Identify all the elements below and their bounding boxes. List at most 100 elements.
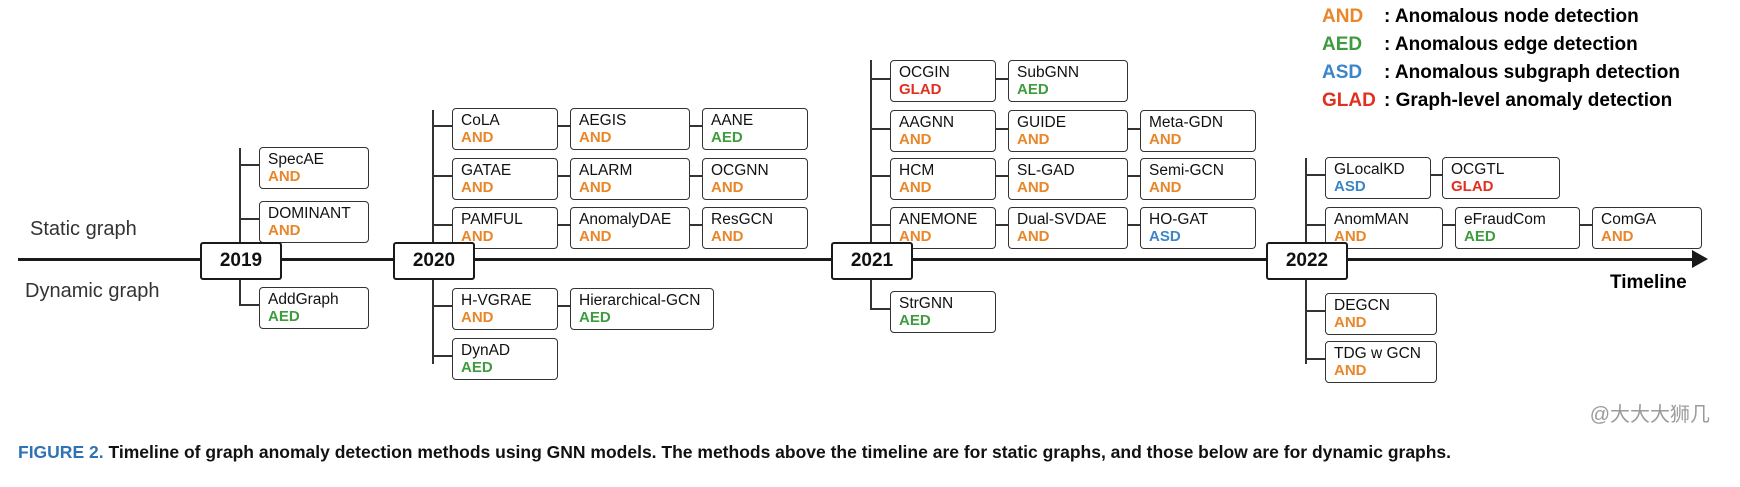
year-node-2022[interactable]: 2022 bbox=[1266, 242, 1348, 280]
connector-2021-hcm bbox=[870, 175, 890, 177]
method-name: SL-GAD bbox=[1017, 162, 1075, 179]
link-slgad-semigcn bbox=[1128, 175, 1140, 177]
method-box-anemone[interactable]: ANEMONE AND bbox=[890, 207, 996, 249]
method-box-dual-svdae[interactable]: Dual-SVDAE AND bbox=[1008, 207, 1128, 249]
timeline-label: Timeline bbox=[1610, 272, 1687, 293]
link-glocalkd-ocgtl bbox=[1430, 174, 1442, 176]
link-dualsvdae-hogat bbox=[1128, 224, 1140, 226]
connector-2021-up bbox=[870, 60, 872, 242]
method-box-strgnn[interactable]: StrGNN AED bbox=[890, 291, 996, 333]
timeline-arrow-icon bbox=[1692, 250, 1708, 268]
connector-2021-ocgin bbox=[870, 78, 890, 80]
method-box-ho-gat[interactable]: HO-GAT ASD bbox=[1140, 207, 1256, 249]
method-tag: AND bbox=[899, 228, 932, 245]
method-box-aane[interactable]: AANE AED bbox=[702, 108, 808, 150]
legend-desc-aed: : Anomalous edge detection bbox=[1384, 34, 1638, 55]
legend-item-and: AND : Anomalous node detection bbox=[1322, 6, 1722, 34]
year-node-2020[interactable]: 2020 bbox=[393, 242, 475, 280]
method-box-ocgnn[interactable]: OCGNN AND bbox=[702, 158, 808, 200]
connector-2019-up bbox=[239, 148, 241, 242]
method-box-pamful[interactable]: PAMFUL AND bbox=[452, 207, 558, 249]
link-pamful-anomalydae bbox=[558, 224, 570, 226]
method-box-anomalydae[interactable]: AnomalyDAE AND bbox=[570, 207, 690, 249]
method-box-resgcn[interactable]: ResGCN AND bbox=[702, 207, 808, 249]
method-tag: AND bbox=[1334, 228, 1367, 245]
method-tag: AED bbox=[711, 129, 743, 146]
method-box-alarm[interactable]: ALARM AND bbox=[570, 158, 690, 200]
method-box-ocgtl[interactable]: OCGTL GLAD bbox=[1442, 157, 1560, 199]
method-name: ResGCN bbox=[711, 211, 774, 228]
method-box-specae[interactable]: SpecAE AND bbox=[259, 147, 369, 189]
method-box-semi-gcn[interactable]: Semi-GCN AND bbox=[1140, 158, 1256, 200]
connector-2019-down bbox=[239, 276, 241, 304]
method-tag: AND bbox=[461, 228, 494, 245]
method-box-aagnn[interactable]: AAGNN AND bbox=[890, 110, 996, 152]
method-name: Meta-GDN bbox=[1149, 114, 1224, 131]
method-tag: AND bbox=[1149, 179, 1182, 196]
connector-2020-dynad bbox=[432, 355, 452, 357]
legend-desc-asd: : Anomalous subgraph detection bbox=[1384, 62, 1680, 83]
method-name: H-VGRAE bbox=[461, 292, 532, 309]
link-efraudcom-comga bbox=[1580, 224, 1592, 226]
method-tag: ASD bbox=[1334, 178, 1366, 195]
method-box-dynad[interactable]: DynAD AED bbox=[452, 338, 558, 380]
method-box-efraudcom[interactable]: eFraudCom AED bbox=[1455, 207, 1580, 249]
figure-caption-text: Timeline of graph anomaly detection meth… bbox=[108, 442, 1452, 462]
method-name: GLocalKD bbox=[1334, 161, 1405, 178]
method-box-aegis[interactable]: AEGIS AND bbox=[570, 108, 690, 150]
method-name: ALARM bbox=[579, 162, 633, 179]
method-box-cola[interactable]: CoLA AND bbox=[452, 108, 558, 150]
connector-2022-down bbox=[1305, 276, 1307, 364]
connector-2022-glocalkd bbox=[1305, 174, 1325, 176]
method-tag: AND bbox=[1017, 179, 1050, 196]
method-box-gatae[interactable]: GATAE AND bbox=[452, 158, 558, 200]
method-box-addgraph[interactable]: AddGraph AED bbox=[259, 287, 369, 329]
method-tag: AND bbox=[899, 179, 932, 196]
method-name: HO-GAT bbox=[1149, 211, 1209, 228]
method-box-dominant[interactable]: DOMINANT AND bbox=[259, 201, 369, 243]
method-tag: AND bbox=[579, 129, 612, 146]
method-box-hcm[interactable]: HCM AND bbox=[890, 158, 996, 200]
link-hcm-slgad bbox=[996, 175, 1008, 177]
method-name: GATAE bbox=[461, 162, 512, 179]
method-name: TDG w GCN bbox=[1334, 345, 1421, 362]
figure-caption: FIGURE 2. Timeline of graph anomaly dete… bbox=[18, 440, 1718, 464]
method-tag: AND bbox=[461, 129, 494, 146]
row-label-dynamic: Dynamic graph bbox=[25, 280, 160, 302]
legend-item-aed: AED : Anomalous edge detection bbox=[1322, 34, 1722, 62]
method-name: OCGIN bbox=[899, 64, 950, 81]
method-box-glocalkd[interactable]: GLocalKD ASD bbox=[1325, 157, 1431, 199]
method-tag: AND bbox=[268, 222, 301, 239]
method-name: DynAD bbox=[461, 342, 511, 359]
method-name: PAMFUL bbox=[461, 211, 523, 228]
method-name: DEGCN bbox=[1334, 297, 1390, 314]
method-name: Hierarchical-GCN bbox=[579, 292, 701, 309]
method-name: Semi-GCN bbox=[1149, 162, 1224, 179]
connector-2022-up bbox=[1305, 158, 1307, 242]
figure-number: FIGURE 2. bbox=[18, 442, 104, 462]
method-box-degcn[interactable]: DEGCN AND bbox=[1325, 293, 1437, 335]
connector-2020-cola bbox=[432, 125, 452, 127]
method-box-meta-gdn[interactable]: Meta-GDN AND bbox=[1140, 110, 1256, 152]
link-aagnn-guide bbox=[996, 128, 1008, 130]
method-tag: GLAD bbox=[1451, 178, 1494, 195]
method-box-anomman[interactable]: AnomMAN AND bbox=[1325, 207, 1443, 249]
legend-tag-asd: ASD bbox=[1322, 62, 1363, 83]
method-box-hvgrae[interactable]: H-VGRAE AND bbox=[452, 288, 558, 330]
connector-2019-specae bbox=[239, 164, 259, 166]
connector-2021-strgnn bbox=[870, 308, 890, 310]
year-node-2021[interactable]: 2021 bbox=[831, 242, 913, 280]
method-name: AnomalyDAE bbox=[579, 211, 672, 228]
method-box-hierarchical-gcn[interactable]: Hierarchical-GCN AED bbox=[570, 288, 714, 330]
method-name: ComGA bbox=[1601, 211, 1657, 228]
method-name: OCGNN bbox=[711, 162, 769, 179]
method-box-comga[interactable]: ComGA AND bbox=[1592, 207, 1702, 249]
method-box-sl-gad[interactable]: SL-GAD AND bbox=[1008, 158, 1128, 200]
year-node-2019[interactable]: 2019 bbox=[200, 242, 282, 280]
method-box-subgnn[interactable]: SubGNN AED bbox=[1008, 60, 1128, 102]
method-box-ocgin[interactable]: OCGIN GLAD bbox=[890, 60, 996, 102]
method-tag: AND bbox=[1334, 314, 1367, 331]
method-box-guide[interactable]: GUIDE AND bbox=[1008, 110, 1128, 152]
method-box-tdg-w-gcn[interactable]: TDG w GCN AND bbox=[1325, 341, 1437, 383]
method-tag: AND bbox=[579, 179, 612, 196]
